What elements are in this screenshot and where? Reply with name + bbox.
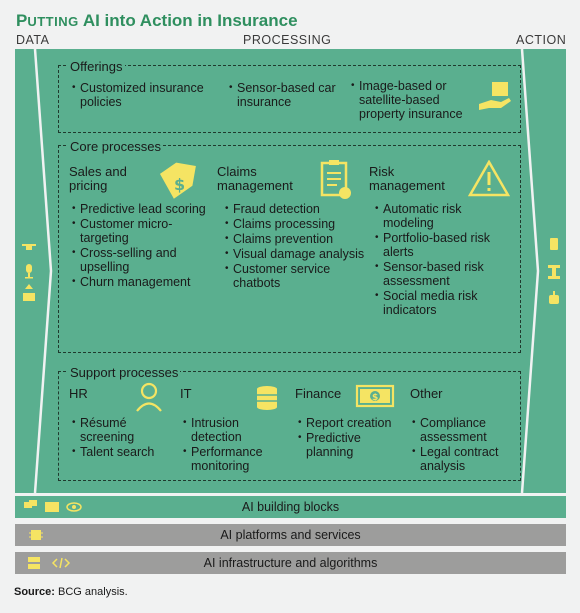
source-label: Source: — [14, 586, 55, 598]
hand-holding-box-icon — [479, 82, 511, 110]
list-item: Résumé screening — [72, 416, 172, 444]
svg-text:$: $ — [174, 175, 185, 194]
list-item: Predictive planning — [298, 431, 403, 459]
list-item: Fraud detection — [225, 202, 371, 216]
ai-building-blocks-label: AI building blocks — [241, 500, 340, 514]
list-item: Customized insurance policies — [72, 81, 217, 109]
ai-infrastructure-label: AI infrastructure and algorithms — [203, 556, 378, 570]
data-sources-icons — [22, 244, 36, 301]
list-item: Sensor-based risk assessment — [375, 260, 510, 288]
list-item: Visual damage analysis — [225, 247, 371, 261]
code-icon — [51, 557, 71, 569]
list-item: Claims processing — [225, 217, 371, 231]
server-icon — [28, 557, 40, 569]
robot-icon — [549, 291, 559, 304]
offering-sensor: Sensor-based car insurance — [229, 81, 344, 110]
other-title: Other — [410, 386, 443, 401]
image-icon — [45, 502, 59, 512]
claims-title: Claims management — [217, 164, 293, 193]
folder-upload-icon — [23, 284, 35, 301]
offering-customized: Customized insurance policies — [72, 81, 217, 110]
list-item: Talent search — [72, 445, 172, 459]
processing-panel: Offerings Customized insurance policies … — [15, 49, 566, 493]
sales-list: Predictive lead scoring Customer micro-t… — [72, 202, 207, 290]
source-note: Source: BCG analysis. — [14, 586, 128, 598]
list-item: Customer micro-targeting — [72, 217, 207, 245]
it-list: Intrusion detection Performance monitori… — [183, 416, 293, 474]
list-item: Legal contract analysis — [412, 445, 517, 473]
hr-title: HR — [69, 386, 88, 401]
core-processes-box: Core processes Sales and pricing $ Predi… — [58, 139, 521, 353]
infrastructure-icons — [28, 557, 71, 569]
list-item: Portfolio-based risk alerts — [375, 231, 510, 259]
flow-arrows — [33, 49, 540, 493]
list-item: Report creation — [298, 416, 403, 430]
ai-building-blocks-bar: AI building blocks — [15, 496, 566, 518]
list-item: Social media risk indicators — [375, 289, 510, 317]
data-header: DATA — [16, 33, 50, 47]
list-item: Automatic risk modeling — [375, 202, 510, 230]
risk-list: Automatic risk modeling Portfolio-based … — [375, 202, 510, 318]
support-processes-label: Support processes — [68, 365, 181, 380]
list-item: Predictive lead scoring — [72, 202, 207, 216]
other-list: Compliance assessment Legal contract ana… — [412, 416, 517, 474]
list-item: Claims prevention — [225, 232, 371, 246]
offerings-box: Offerings Customized insurance policies … — [58, 59, 521, 133]
list-item: Cross-selling and upselling — [72, 246, 207, 274]
action-header: ACTION — [516, 33, 567, 47]
eye-icon — [66, 502, 82, 512]
claims-list: Fraud detection Claims processing Claims… — [225, 202, 371, 291]
list-item: Churn management — [72, 275, 207, 289]
list-item: Image-based or satellite-based property … — [351, 79, 476, 121]
action-icons — [548, 238, 560, 304]
ai-infrastructure-bar: AI infrastructure and algorithms — [15, 552, 566, 574]
source-text: BCG analysis. — [54, 586, 128, 598]
building-blocks-icons — [24, 500, 82, 512]
svg-text:$: $ — [372, 393, 378, 403]
finance-list: Report creation Predictive planning — [298, 416, 403, 460]
it-title: IT — [180, 386, 192, 401]
person-icon — [136, 382, 162, 412]
risk-title: Risk management — [369, 164, 445, 193]
price-tag-icon: $ — [159, 162, 196, 199]
drone-icon — [22, 244, 36, 250]
ai-platforms-bar: AI platforms and services — [15, 524, 566, 546]
support-processes-box: Support processes HR Résumé screening Ta… — [58, 365, 521, 481]
title-rest: AI into Action in Insurance — [78, 11, 298, 30]
sales-title: Sales and pricing — [69, 164, 127, 193]
phone-icon — [550, 238, 558, 250]
finance-title: Finance — [295, 386, 342, 401]
ai-platforms-label: AI platforms and services — [220, 528, 361, 542]
chip-icon — [29, 530, 43, 540]
list-item: Sensor-based car insurance — [229, 81, 344, 109]
core-processes-label: Core processes — [68, 139, 164, 154]
warning-triangle-icon — [468, 160, 510, 197]
offerings-label: Offerings — [68, 59, 125, 74]
offering-image: Image-based or satellite-based property … — [351, 79, 476, 122]
hr-list: Résumé screening Talent search — [72, 416, 172, 460]
title-first: P — [16, 11, 28, 30]
robot-arm-icon — [548, 265, 560, 279]
page-title: PUTTING AI into Action in Insurance — [16, 11, 298, 31]
clipboard-icon — [320, 160, 351, 199]
money-bill-icon: $ — [355, 384, 395, 408]
chat-icon — [24, 500, 37, 508]
list-item: Compliance assessment — [412, 416, 517, 444]
list-item: Performance monitoring — [183, 445, 293, 473]
list-item: Customer service chatbots — [225, 262, 371, 290]
list-item: Intrusion detection — [183, 416, 293, 444]
database-icon — [257, 386, 277, 410]
microphone-icon — [25, 264, 33, 279]
title-smallcaps: UTTING — [27, 14, 79, 29]
processing-header: PROCESSING — [243, 33, 332, 47]
